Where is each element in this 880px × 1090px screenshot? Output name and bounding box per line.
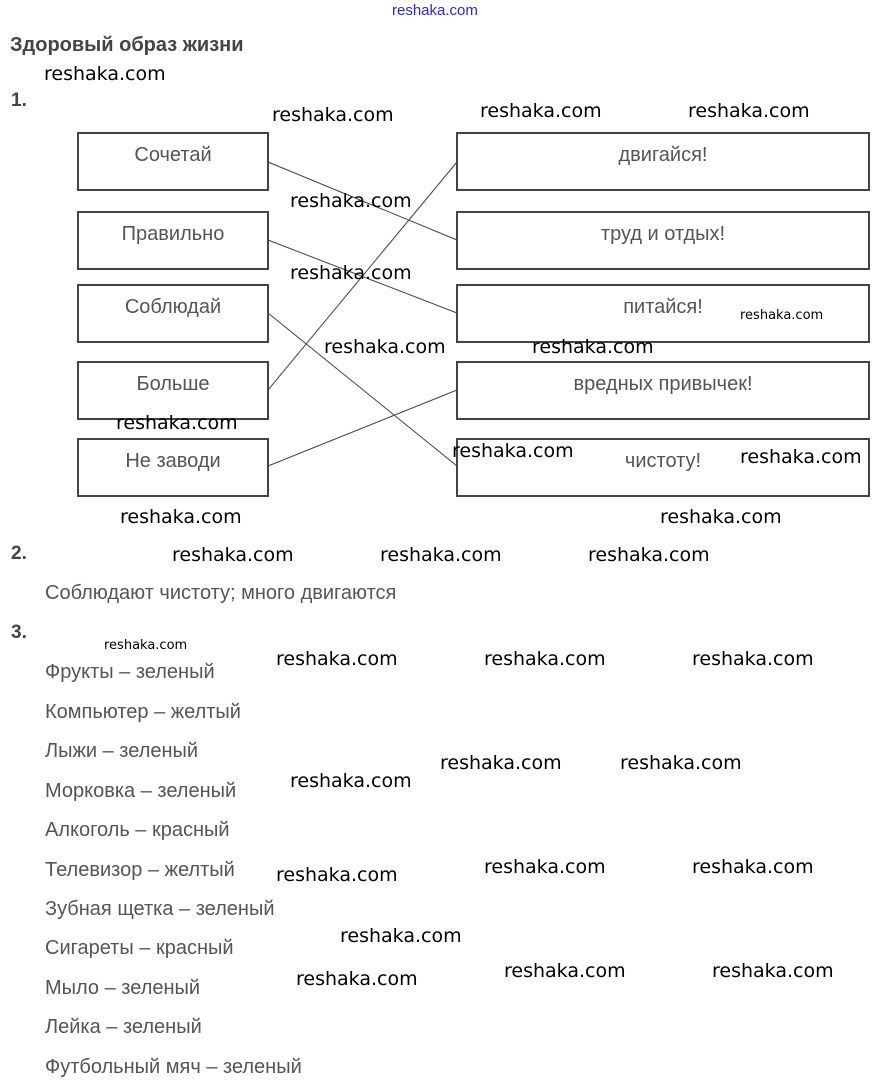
list-item: Мыло – зеленый xyxy=(45,977,201,999)
watermark: reshaka.com xyxy=(484,648,606,670)
right-box: вредных привычек! xyxy=(456,361,870,420)
watermark: reshaka.com xyxy=(296,968,418,990)
list-item: Компьютер – желтый xyxy=(45,701,241,723)
watermark: reshaka.com xyxy=(272,104,394,126)
list-item: Морковка – зеленый xyxy=(45,780,237,802)
task-3-number: 3. xyxy=(11,622,27,643)
watermark: reshaka.com xyxy=(588,544,710,566)
connection-line xyxy=(267,161,458,391)
watermark: reshaka.com xyxy=(44,63,166,85)
watermark: reshaka.com xyxy=(440,752,562,774)
watermark: reshaka.com xyxy=(380,544,502,566)
list-item: Алкоголь – красный xyxy=(45,819,230,841)
watermark: reshaka.com xyxy=(324,336,446,358)
right-box: питайся! xyxy=(456,284,870,343)
task-1-number: 1. xyxy=(11,90,27,111)
watermark: reshaka.com xyxy=(660,506,782,528)
watermark: reshaka.com xyxy=(740,308,824,323)
list-item: Телевизор – желтый xyxy=(45,859,235,881)
watermark: reshaka.com xyxy=(120,506,242,528)
watermark: reshaka.com xyxy=(532,336,654,358)
watermark: reshaka.com xyxy=(290,770,412,792)
top-link[interactable]: reshaka.com xyxy=(392,2,478,19)
left-box: Правильно xyxy=(77,211,269,270)
watermark: reshaka.com xyxy=(276,648,398,670)
right-box: двигайся! xyxy=(456,132,870,191)
task-2-answer: Соблюдают чистоту; много двигаются xyxy=(45,582,397,604)
watermark: reshaka.com xyxy=(692,648,814,670)
list-item: Лыжи – зеленый xyxy=(45,740,199,762)
list-item: Фрукты – зеленый xyxy=(45,661,215,683)
connection-line xyxy=(267,312,458,467)
list-item: Зубная щетка – зеленый xyxy=(45,898,275,920)
watermark: reshaka.com xyxy=(104,638,188,653)
watermark: reshaka.com xyxy=(480,100,602,122)
connection-line xyxy=(267,389,458,467)
watermark: reshaka.com xyxy=(116,412,238,434)
watermark: reshaka.com xyxy=(452,440,574,462)
list-item: Сигареты – красный xyxy=(45,937,234,959)
connection-line xyxy=(267,161,458,241)
left-box: Больше xyxy=(77,361,269,420)
right-box: чистоту! xyxy=(456,438,870,497)
task-2-number: 2. xyxy=(11,543,27,564)
watermark: reshaka.com xyxy=(504,960,626,982)
watermark: reshaka.com xyxy=(276,864,398,886)
list-item: Футбольный мяч – зеленый xyxy=(45,1056,302,1078)
watermark: reshaka.com xyxy=(172,544,294,566)
right-box: труд и отдых! xyxy=(456,211,870,270)
watermark: reshaka.com xyxy=(712,960,834,982)
connection-lines xyxy=(267,161,458,467)
watermark: reshaka.com xyxy=(290,190,412,212)
watermark: reshaka.com xyxy=(484,856,606,878)
left-box: Сочетай xyxy=(77,132,269,191)
watermark: reshaka.com xyxy=(688,100,810,122)
watermark: reshaka.com xyxy=(290,262,412,284)
watermark: reshaka.com xyxy=(740,446,862,468)
list-item: Лейка – зеленый xyxy=(45,1016,202,1038)
watermark: reshaka.com xyxy=(692,856,814,878)
left-box: Не заводи xyxy=(77,438,269,497)
watermark: reshaka.com xyxy=(340,925,462,947)
left-box: Соблюдай xyxy=(77,284,269,343)
watermark: reshaka.com xyxy=(620,752,742,774)
page-title: Здоровый образ жизни xyxy=(10,34,244,56)
